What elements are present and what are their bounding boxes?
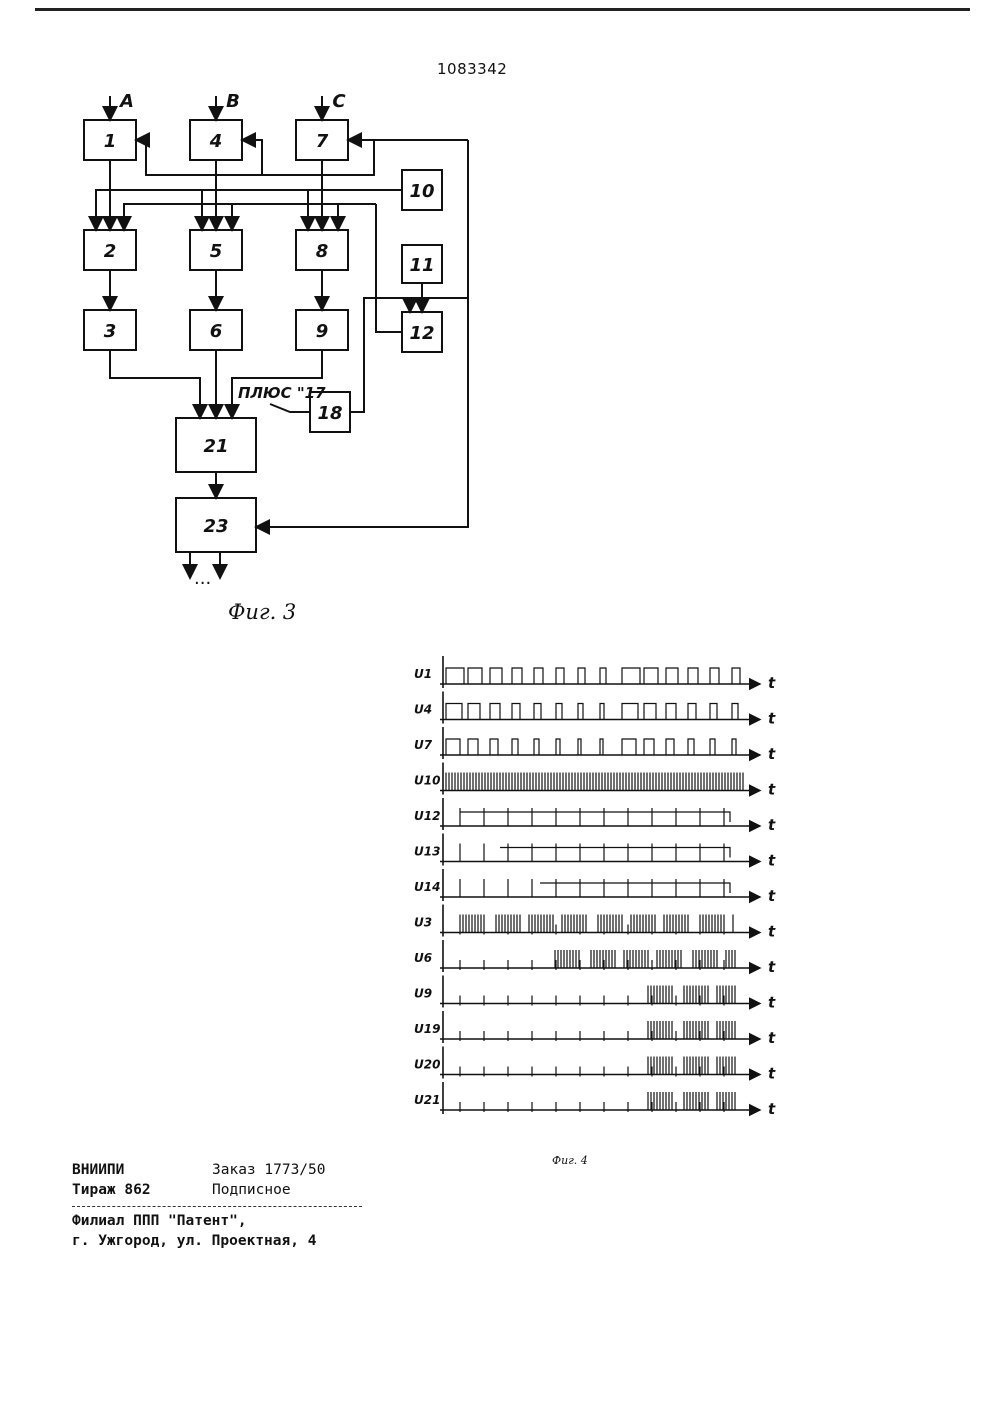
axis-t-label: t: [768, 1065, 776, 1083]
imprint: ВНИИПИ Заказ 1773/50 Тираж 862 Подписное…: [72, 1160, 362, 1251]
signal-row: [440, 1047, 760, 1079]
signal-row: [440, 976, 760, 1008]
signal-label: U12: [414, 809, 440, 823]
signal-label: U9: [414, 987, 432, 1001]
signal-row: [440, 798, 760, 830]
imprint-address: г. Ужгород, ул. Проектная, 4: [72, 1231, 362, 1251]
axis-t-label: t: [768, 887, 776, 905]
signal-label: U19: [414, 1022, 440, 1036]
axis-t-label: t: [768, 710, 776, 728]
signal-row: [440, 834, 760, 866]
axis-t-label: t: [768, 852, 776, 870]
imprint-order: Заказ 1773/50: [212, 1160, 326, 1180]
axis-t-label: t: [768, 923, 776, 941]
signal-row: [440, 940, 760, 972]
imprint-rule: [72, 1206, 362, 1207]
signal-row: [440, 727, 760, 759]
fig4-caption: Фиг. 4: [552, 1154, 588, 1167]
signal-label: U7: [414, 738, 433, 752]
imprint-circulation: Тираж 862: [72, 1180, 212, 1200]
signal-label: U20: [414, 1058, 440, 1072]
axis-t-label: t: [768, 745, 776, 763]
axis-t-label: t: [768, 958, 776, 976]
signal-row: [440, 1011, 760, 1043]
axis-t-label: t: [768, 674, 776, 692]
signal-label: U13: [414, 845, 440, 859]
axis-t-label: t: [768, 781, 776, 799]
signal-row: [440, 656, 760, 688]
signal-row: [440, 869, 760, 901]
imprint-branch: Филиал ППП "Патент",: [72, 1211, 362, 1231]
signal-label: U10: [414, 774, 440, 788]
signal-label: U21: [414, 1093, 440, 1107]
imprint-org: ВНИИПИ: [72, 1160, 212, 1180]
signal-label: U14: [414, 880, 440, 894]
signal-label: U6: [414, 951, 432, 965]
axis-t-label: t: [768, 1029, 776, 1047]
signal-row: [440, 1082, 760, 1114]
signal-row: [440, 763, 760, 795]
signal-row: [440, 692, 760, 724]
signal-label: U4: [414, 703, 432, 717]
axis-t-label: t: [768, 1100, 776, 1118]
signal-row: [440, 905, 760, 937]
signal-label: U1: [414, 667, 432, 681]
signal-label: U3: [414, 916, 432, 930]
imprint-subscription: Подписное: [212, 1180, 291, 1200]
axis-t-label: t: [768, 994, 776, 1012]
axis-t-label: t: [768, 816, 776, 834]
